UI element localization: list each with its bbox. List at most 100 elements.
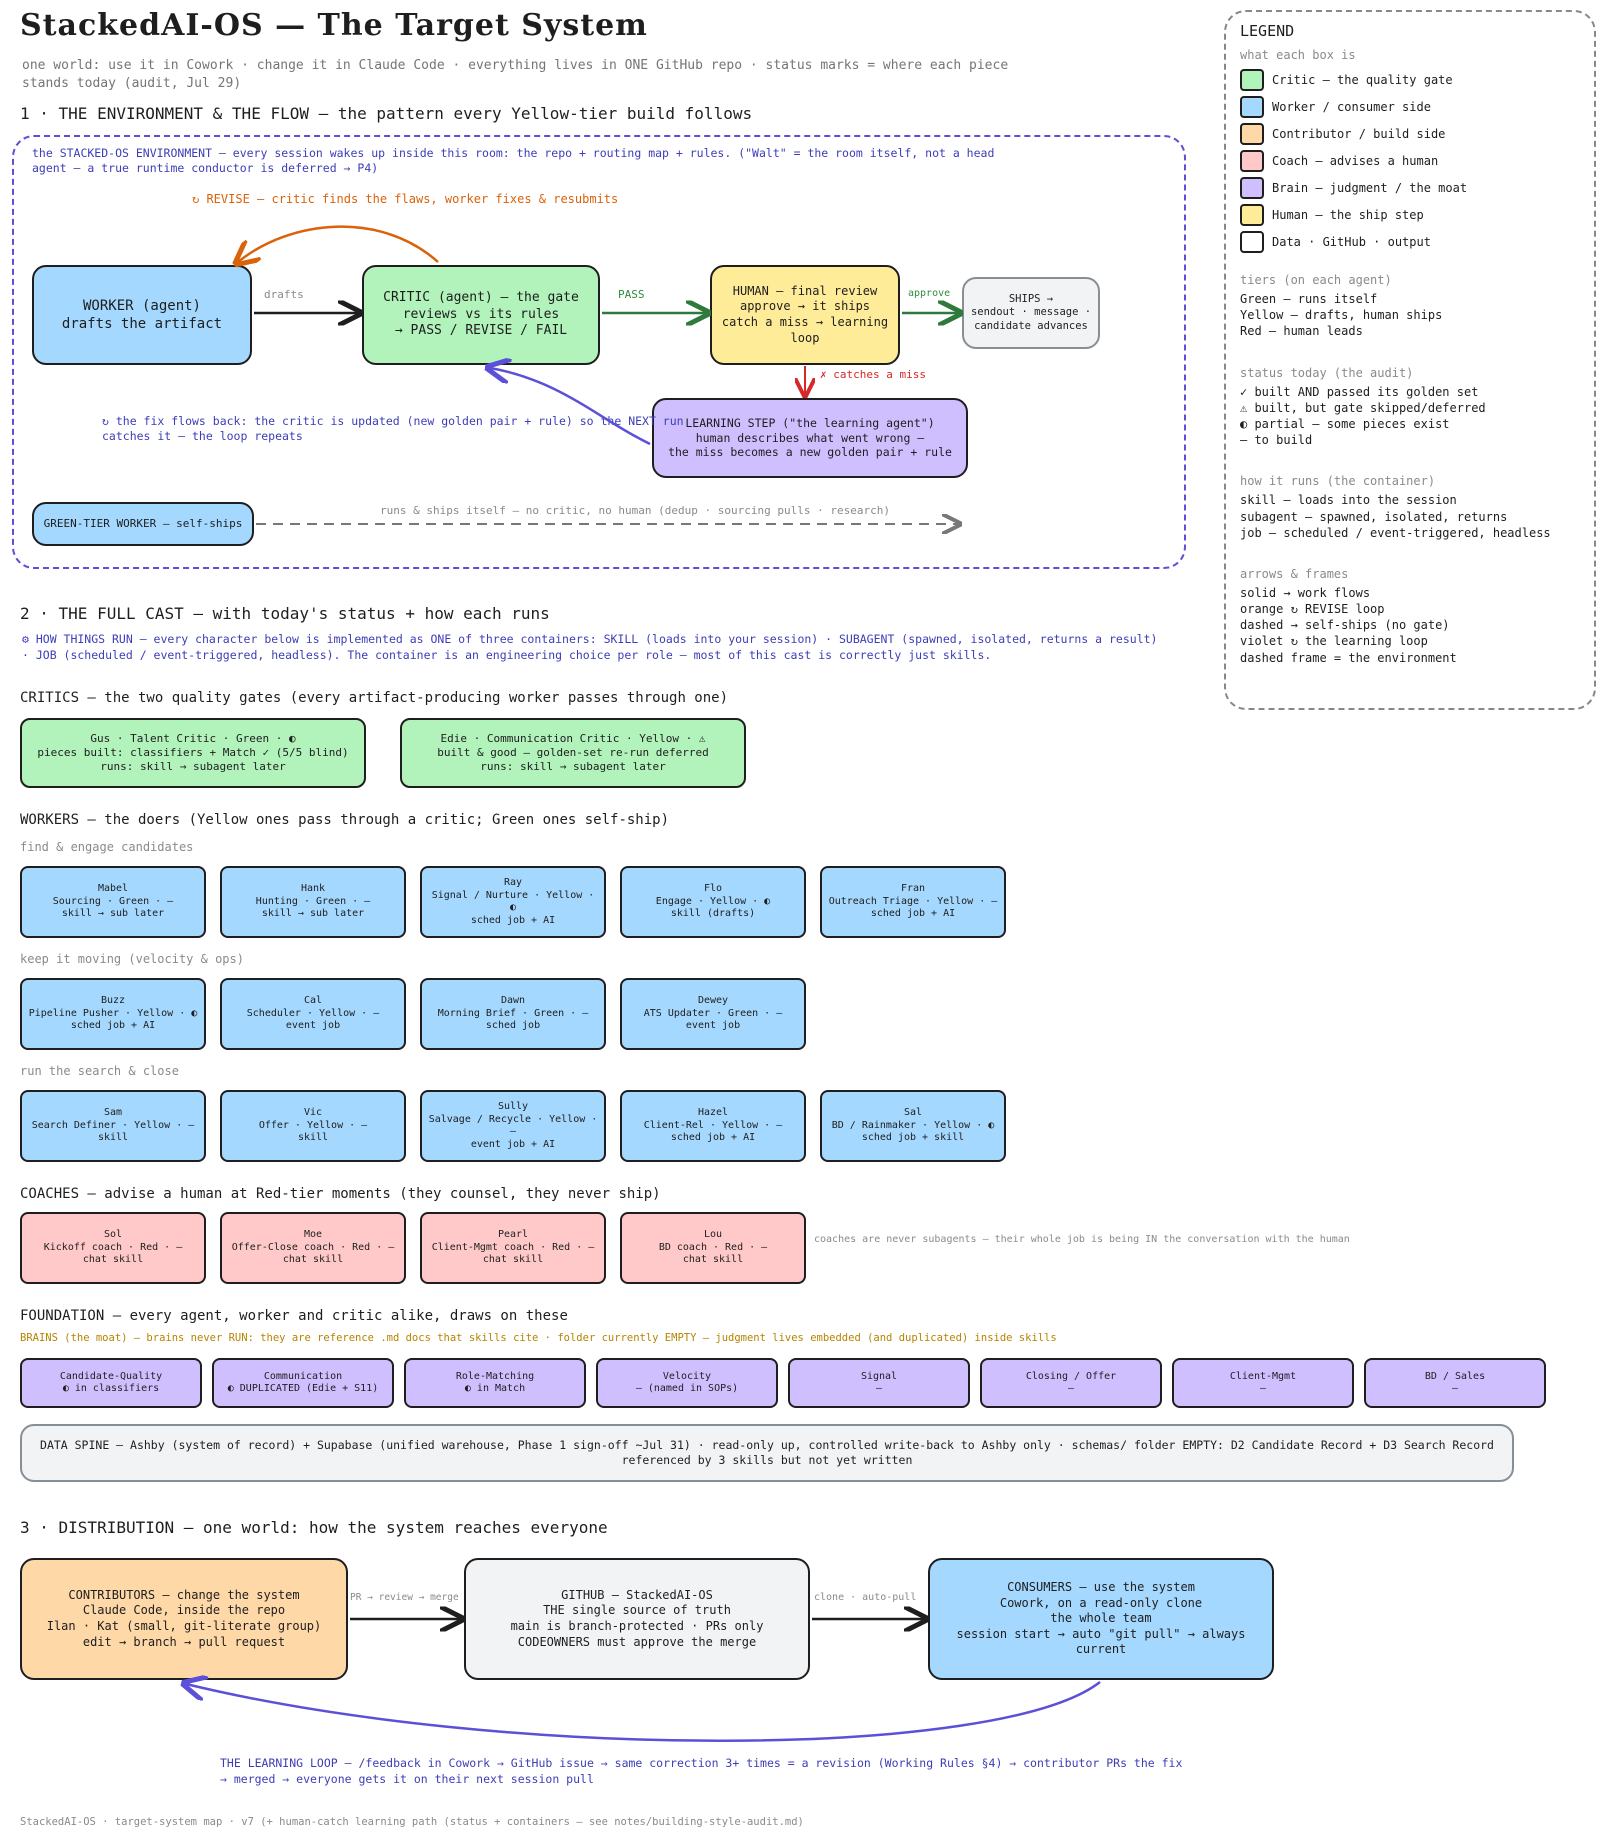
worker-role: Search Definer · Yellow · —: [31, 1119, 195, 1131]
legend-item: Worker / consumer side: [1240, 93, 1580, 120]
coach-sol[interactable]: Sol Kickoff coach · Red · — chat skill: [20, 1212, 206, 1284]
brain-name: Role-Matching: [455, 1370, 535, 1382]
github-box[interactable]: GITHUB — StackedAI-OS THE single source …: [464, 1558, 810, 1680]
footer: StackedAI-OS · target-system map · v7 (+…: [20, 1816, 804, 1828]
brain-name: Velocity: [662, 1370, 712, 1382]
worker-sal[interactable]: Sal BD / Rainmaker · Yellow · ◐ sched jo…: [820, 1090, 1006, 1162]
legend-title: LEGEND: [1240, 22, 1295, 40]
learning-loop-note-cont: → merged → everyone gets it on their nex…: [220, 1772, 594, 1786]
brain-status: —: [1451, 1383, 1459, 1394]
legend-item: Contributor / build side: [1240, 120, 1580, 147]
worker-name: Dawn: [500, 995, 526, 1007]
legend-label: Coach — advises a human: [1272, 153, 1439, 168]
consumers-who: the whole team: [1050, 1611, 1152, 1626]
group2-label: keep it moving (velocity & ops): [20, 952, 244, 966]
worker-name: Sam: [103, 1107, 123, 1119]
worker-hazel[interactable]: Hazel Client-Rel · Yellow · — sched job …: [620, 1090, 806, 1162]
worker-dawn[interactable]: Dawn Morning Brief · Green · — sched job: [420, 978, 606, 1050]
worker-vic[interactable]: Vic Offer · Yellow · — skill: [220, 1090, 406, 1162]
coach-role: Kickoff coach · Red · —: [43, 1241, 183, 1253]
how-things-run-note: ⚙ HOW THINGS RUN — every character below…: [22, 632, 1158, 646]
brain-name: Signal: [860, 1370, 898, 1382]
consumers-tool: Cowork, on a read-only clone: [999, 1595, 1203, 1610]
coach-runs: chat skill: [82, 1254, 144, 1266]
legend-frame: [1224, 10, 1596, 710]
legend-status: ⚠ built, but gate skipped/deferred: [1240, 400, 1486, 415]
legend-label: Brain — judgment / the moat: [1272, 180, 1468, 195]
brain-closing-offer[interactable]: Closing / Offer —: [980, 1358, 1162, 1408]
workers-heading: WORKERS — the doers (Yellow ones pass th…: [20, 812, 670, 828]
brain-role-matching[interactable]: Role-Matching ◐ in Match: [404, 1358, 586, 1408]
worker-runs: skill → sub later: [61, 908, 165, 920]
section3-heading: 3 · DISTRIBUTION — one world: how the sy…: [20, 1518, 608, 1537]
consumers-box[interactable]: CONSUMERS — use the system Cowork, on a …: [928, 1558, 1274, 1680]
environment-frame: [12, 135, 1186, 569]
learning-title: LEARNING STEP ("the learning agent"): [685, 415, 935, 430]
group3-label: run the search & close: [20, 1064, 179, 1078]
legend-item: Data · GitHub · output: [1240, 228, 1580, 255]
data-spine-box[interactable]: DATA SPINE — Ashby (system of record) + …: [20, 1424, 1514, 1482]
worker-runs: skill: [297, 1132, 329, 1144]
coach-role: BD coach · Red · —: [658, 1241, 768, 1253]
coaches-note: coaches are never subagents — their whol…: [814, 1234, 1350, 1245]
brain-velocity[interactable]: Velocity — (named in SOPs): [596, 1358, 778, 1408]
worker-fran[interactable]: Fran Outreach Triage · Yellow · — sched …: [820, 866, 1006, 938]
legend-label: Human — the ship step: [1272, 207, 1424, 222]
worker-cal[interactable]: Cal Scheduler · Yellow · — event job: [220, 978, 406, 1050]
ships-box[interactable]: SHIPS → sendout · message · candidate ad…: [962, 277, 1100, 349]
brain-candidate-quality[interactable]: Candidate-Quality ◐ in classifiers: [20, 1358, 202, 1408]
critics-heading: CRITICS — the two quality gates (every a…: [20, 690, 729, 706]
legend-swatch: [1240, 95, 1264, 118]
worker-box[interactable]: WORKER (agent) drafts the artifact: [32, 265, 252, 365]
legend-item: Coach — advises a human: [1240, 147, 1580, 174]
contributors-box[interactable]: CONTRIBUTORS — change the system Claude …: [20, 1558, 348, 1680]
brain-signal[interactable]: Signal —: [788, 1358, 970, 1408]
coach-pearl[interactable]: Pearl Client-Mgmt coach · Red · — chat s…: [420, 1212, 606, 1284]
coaches-heading: COACHES — advise a human at Red-tier mom…: [20, 1186, 661, 1202]
worker-sam[interactable]: Sam Search Definer · Yellow · — skill: [20, 1090, 206, 1162]
arrow-learning-loop: [186, 1682, 1101, 1742]
brain-status: ◐ DUPLICATED (Edie + S11): [227, 1383, 379, 1394]
legend-tiers-heading: tiers (on each agent): [1240, 273, 1392, 287]
worker-runs: skill: [97, 1132, 129, 1144]
legend-item: Critic — the quality gate: [1240, 66, 1580, 93]
green-tier-worker-box[interactable]: GREEN-TIER WORKER — self-ships: [32, 502, 254, 546]
data-spine-text-cont: referenced by 3 skills but not yet writt…: [621, 1453, 913, 1467]
subtitle-cont: stands today (audit, Jul 29): [22, 76, 242, 91]
critic-box[interactable]: CRITIC (agent) — the gate reviews vs its…: [362, 265, 600, 365]
coach-runs: chat skill: [282, 1254, 344, 1266]
brain-bd-sales[interactable]: BD / Sales —: [1364, 1358, 1546, 1408]
consumers-flow: session start → auto "git pull" → always…: [956, 1626, 1246, 1657]
coach-role: Client-Mgmt coach · Red · —: [431, 1241, 595, 1253]
page-title: StackedAI-OS — The Target System: [20, 8, 648, 43]
data-spine-text: DATA SPINE — Ashby (system of record) + …: [40, 1438, 1494, 1453]
worker-name: Mabel: [97, 883, 129, 895]
coach-moe[interactable]: Moe Offer-Close coach · Red · — chat ski…: [220, 1212, 406, 1284]
legend-arrow: dashed → self-ships (no gate): [1240, 618, 1450, 633]
critic-gus[interactable]: Gus · Talent Critic · Green · ◐ pieces b…: [20, 718, 366, 788]
legend-boxes-heading: what each box is: [1240, 48, 1356, 62]
ships-desc: sendout · message ·: [970, 306, 1092, 319]
worker-runs: skill → sub later: [261, 908, 365, 920]
worker-sully[interactable]: Sully Salvage / Recycle · Yellow · — eve…: [420, 1090, 606, 1162]
legend-swatch: [1240, 230, 1264, 253]
coach-lou[interactable]: Lou BD coach · Red · — chat skill: [620, 1212, 806, 1284]
worker-buzz[interactable]: Buzz Pipeline Pusher · Yellow · ◐ sched …: [20, 978, 206, 1050]
brain-communication[interactable]: Communication ◐ DUPLICATED (Edie + S11): [212, 1358, 394, 1408]
drafts-label: drafts: [264, 288, 304, 301]
worker-ray[interactable]: Ray Signal / Nurture · Yellow · ◐ sched …: [420, 866, 606, 938]
legend-swatch: [1240, 122, 1264, 145]
worker-dewey[interactable]: Dewey ATS Updater · Green · — event job: [620, 978, 806, 1050]
worker-name: Cal: [303, 995, 323, 1007]
brain-client-mgmt[interactable]: Client-Mgmt —: [1172, 1358, 1354, 1408]
worker-flo[interactable]: Flo Engage · Yellow · ◐ skill (drafts): [620, 866, 806, 938]
critic-edie[interactable]: Edie · Communication Critic · Yellow · ⚠…: [400, 718, 746, 788]
worker-hank[interactable]: Hank Hunting · Green · — skill → sub lat…: [220, 866, 406, 938]
clone-label: clone · auto-pull: [814, 1592, 917, 1603]
human-box[interactable]: HUMAN — final review approve → it ships …: [710, 265, 900, 365]
github-protection: main is branch-protected · PRs only: [510, 1619, 764, 1633]
worker-runs: sched job + AI: [670, 1132, 756, 1144]
green-worker-note: runs & ships itself — no critic, no huma…: [380, 504, 890, 517]
learning-step-box[interactable]: LEARNING STEP ("the learning agent") hum…: [652, 398, 968, 478]
worker-mabel[interactable]: Mabel Sourcing · Green · — skill → sub l…: [20, 866, 206, 938]
